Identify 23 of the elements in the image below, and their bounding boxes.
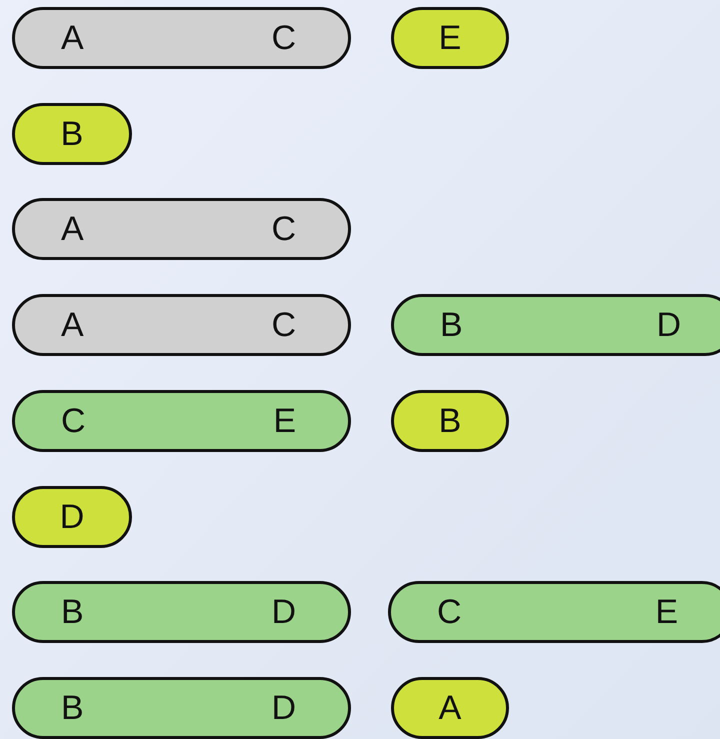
- pill-letter: D: [60, 500, 84, 534]
- pill-letter: B: [61, 691, 84, 725]
- pill-letter: C: [271, 212, 296, 246]
- pill-letter: C: [437, 595, 462, 629]
- pill-letter: C: [271, 308, 296, 342]
- pill-letter: A: [438, 691, 462, 725]
- pill-letter: B: [438, 404, 462, 438]
- rounded-pill: [391, 294, 720, 356]
- pill-letter: D: [271, 595, 296, 629]
- pill-letter: A: [61, 212, 84, 246]
- pill-letter: E: [273, 404, 296, 438]
- pill-letter: E: [655, 595, 678, 629]
- pill-letter: A: [61, 21, 84, 55]
- pill-letter: E: [438, 21, 462, 55]
- pill-letter: C: [271, 21, 296, 55]
- pill-letter: D: [271, 691, 296, 725]
- pill-letter: A: [61, 308, 84, 342]
- pill-letter: B: [61, 595, 84, 629]
- pill-letter: B: [440, 308, 463, 342]
- pill-letter: C: [61, 404, 86, 438]
- rounded-pill: [388, 581, 720, 643]
- pill-letter: D: [656, 308, 681, 342]
- pill-letter: B: [60, 117, 84, 151]
